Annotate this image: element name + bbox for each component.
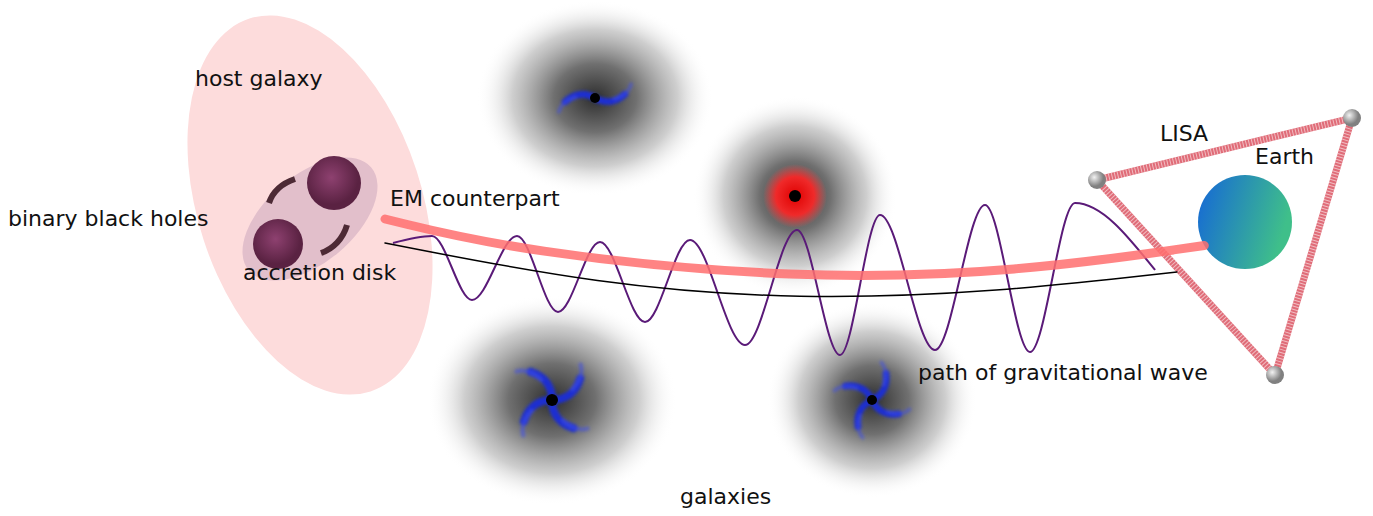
gravitational-wave	[393, 203, 1155, 355]
disk-label: accretion disk	[243, 262, 396, 284]
galaxy-core	[789, 190, 801, 202]
binary-label: binary black holes	[8, 208, 208, 230]
spacecraft	[1088, 171, 1106, 189]
galaxy	[767, 302, 977, 498]
galaxy-core	[590, 93, 600, 103]
galaxy-label: host galaxy	[195, 68, 323, 90]
spacecraft	[1266, 366, 1284, 384]
galaxy-core	[546, 394, 558, 406]
laser-arm-hatch	[1097, 118, 1352, 375]
galaxy	[427, 295, 677, 505]
galaxy	[693, 96, 897, 296]
binary-system: binary black holesaccretion disk	[235, 163, 385, 275]
spiral-arms	[506, 354, 599, 447]
caption-label: galaxies	[680, 486, 771, 508]
lisa-detector: LISA Earth	[1088, 108, 1360, 386]
accretion-arc	[269, 179, 295, 203]
galaxy	[477, 0, 713, 196]
detector-label: LISA	[1160, 123, 1208, 145]
binary-envelope	[220, 134, 399, 304]
earth: Earth	[1198, 175, 1292, 269]
spiral-arms	[555, 57, 635, 138]
laser-arm	[1097, 118, 1352, 375]
spiral-arms	[830, 358, 913, 441]
accretion-arc	[321, 225, 347, 253]
earth-outline	[1198, 175, 1292, 269]
wave-label: path of gravitational wave	[918, 362, 1208, 384]
earth-globe	[1198, 175, 1292, 269]
binary-system-outline	[235, 163, 385, 275]
em-label: EM counterpart	[390, 188, 560, 210]
spacecraft	[1343, 109, 1361, 127]
galaxy-core	[867, 395, 877, 405]
planet-label: Earth	[1255, 146, 1314, 168]
red-galaxy-glow	[763, 164, 827, 228]
em-counterpart-path	[385, 219, 1204, 275]
black-hole	[307, 156, 361, 210]
gravitational-wave-path	[385, 243, 1177, 296]
